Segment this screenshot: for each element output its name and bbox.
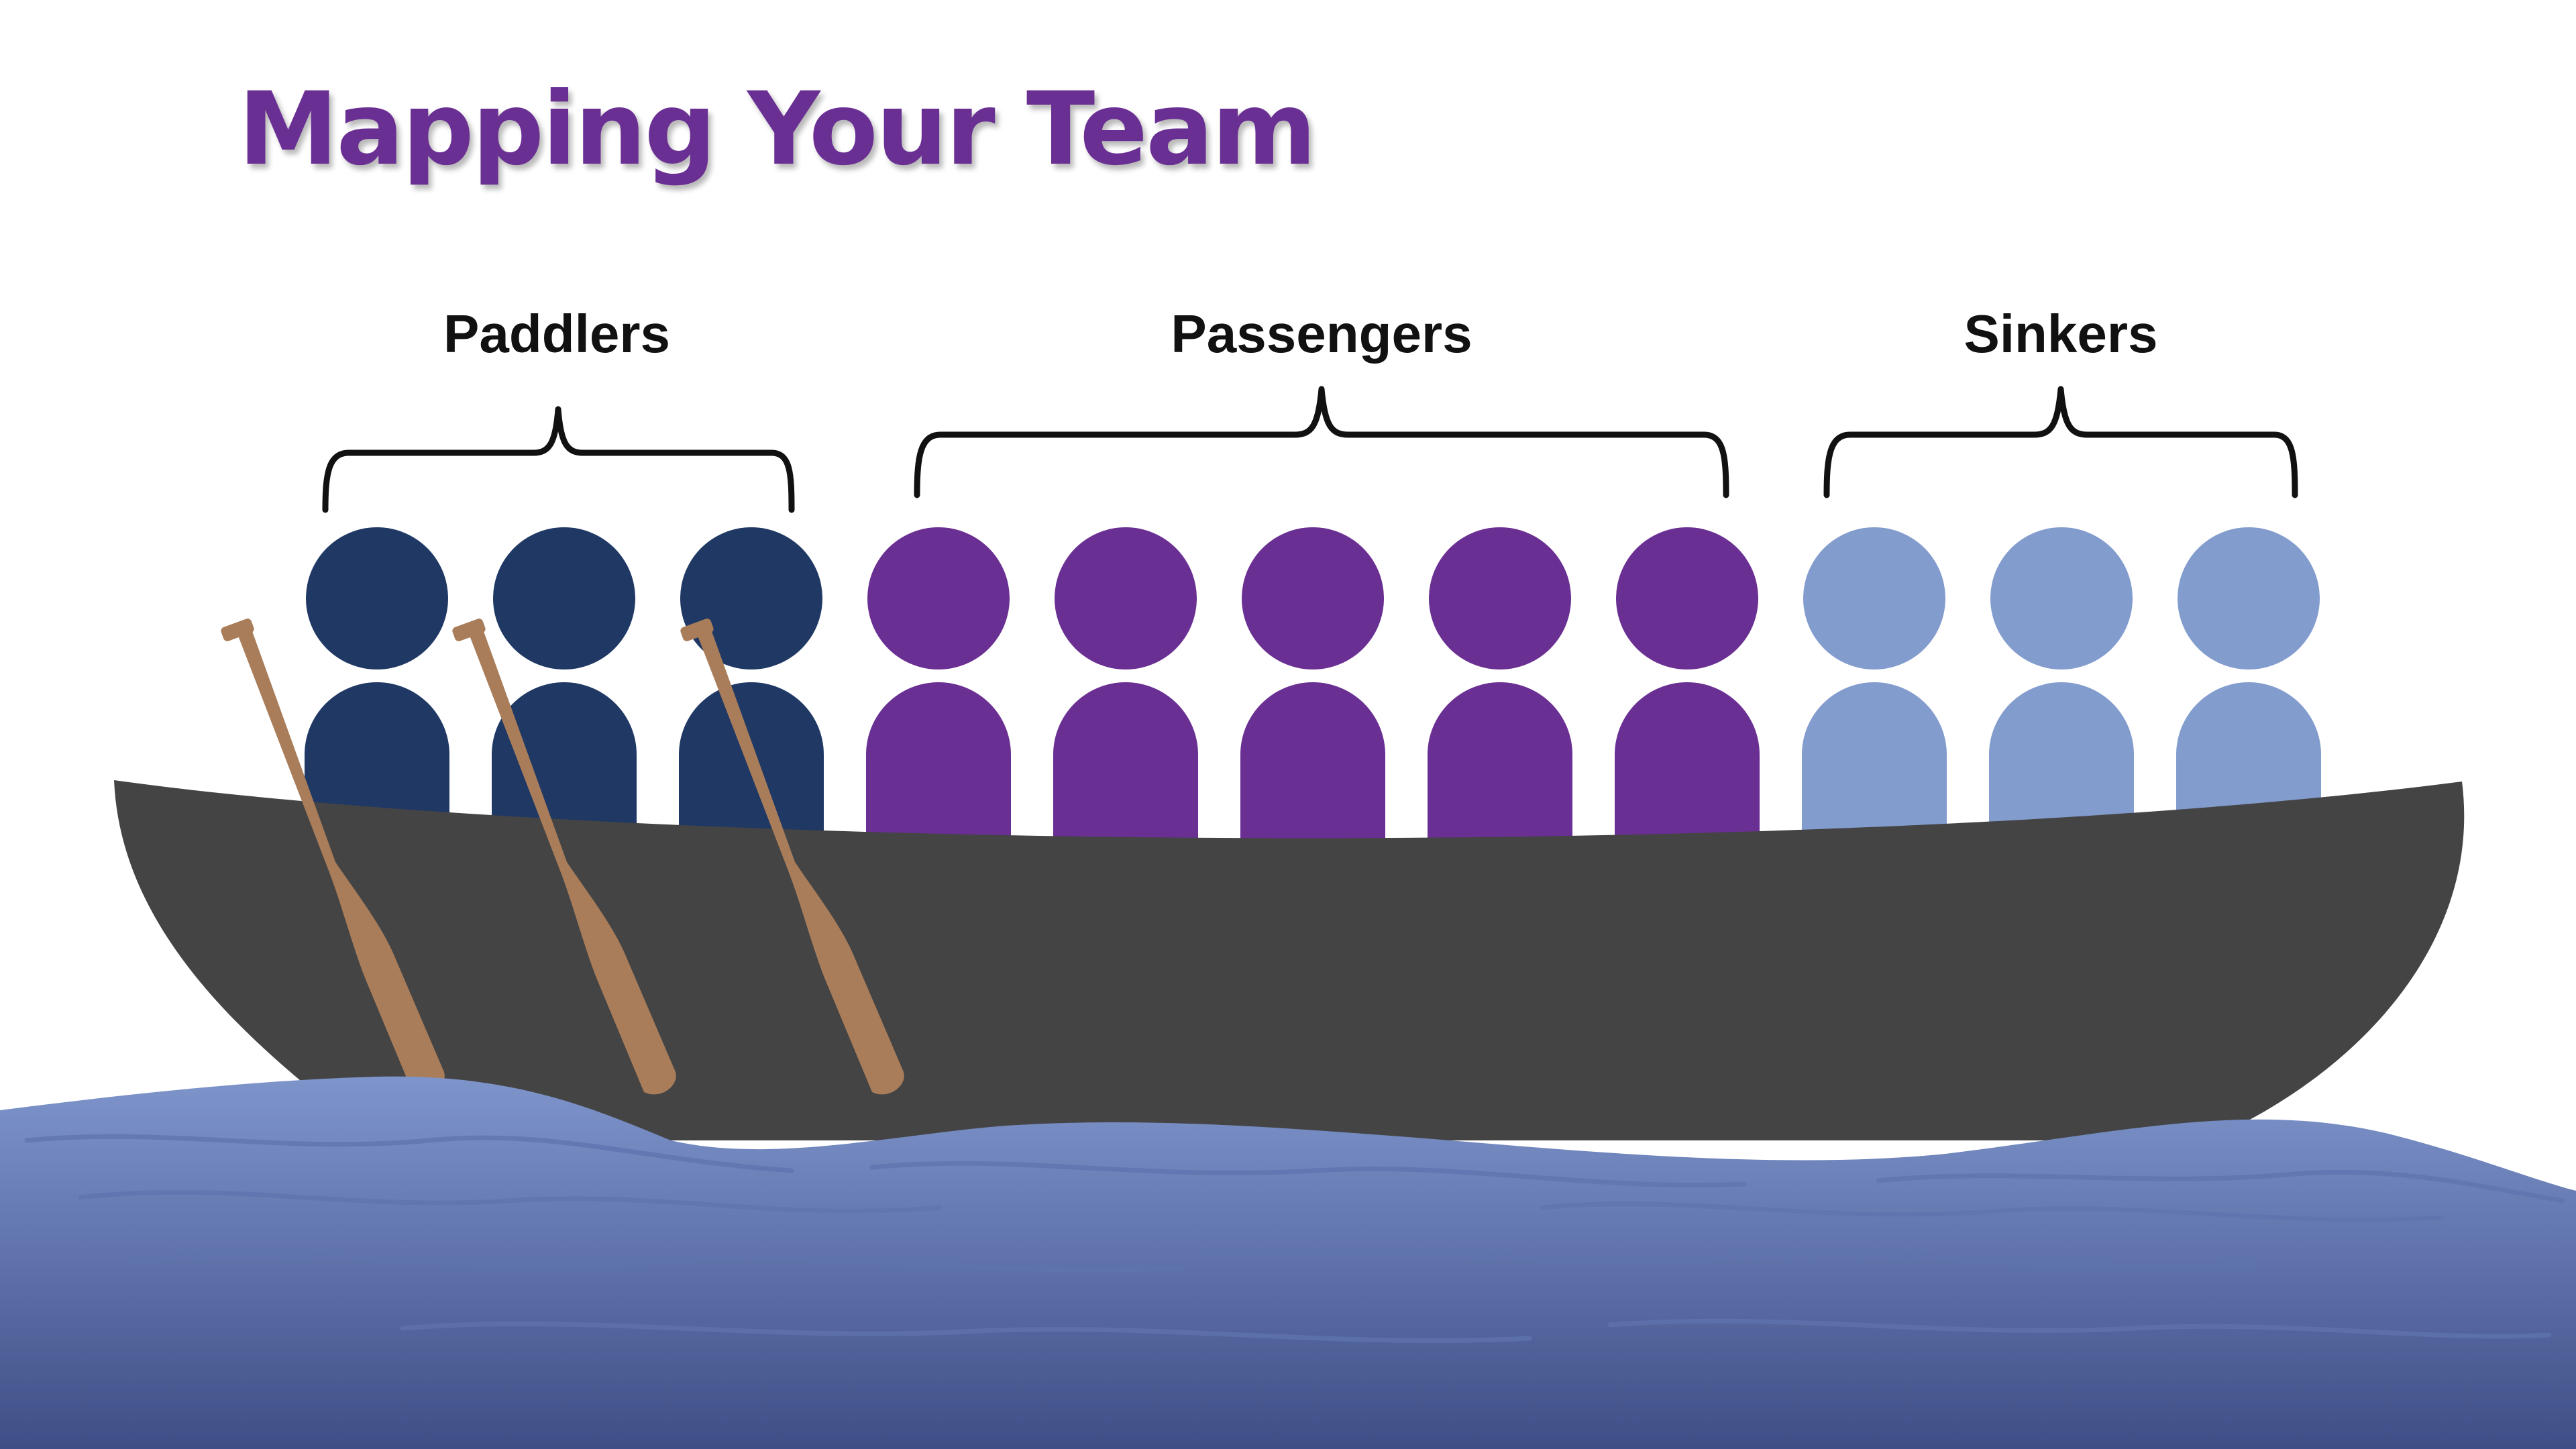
label-paddlers: Paddlers — [443, 304, 670, 364]
paddle-icon — [696, 624, 904, 1095]
brace-paddlers — [322, 406, 795, 513]
brace-sinkers — [1823, 386, 2298, 498]
paddle-grip — [680, 619, 714, 641]
person-icon-passenger — [1615, 527, 1760, 872]
person-icon-passenger — [1240, 527, 1385, 872]
label-sinkers: Sinkers — [1964, 304, 2158, 364]
label-passengers: Passengers — [1171, 304, 1472, 364]
person-icon-passenger — [866, 527, 1011, 872]
paddles — [221, 619, 904, 1095]
page-title: Mapping Your Team — [238, 71, 1317, 188]
water-wave — [0, 1076, 2576, 1449]
paddle-grip — [452, 619, 486, 641]
brace-passengers — [914, 386, 1729, 498]
person-icon-passenger — [1428, 527, 1572, 872]
person-icon-passenger — [1053, 527, 1198, 872]
paddle-grip — [221, 619, 254, 641]
water-ripples — [24, 1134, 2565, 1343]
paddle-icon — [468, 624, 676, 1095]
paddle-icon — [236, 624, 445, 1095]
person-icon-paddler — [679, 527, 824, 872]
boat-icon — [114, 780, 2465, 1140]
person-icon-sinker — [1802, 527, 1947, 872]
